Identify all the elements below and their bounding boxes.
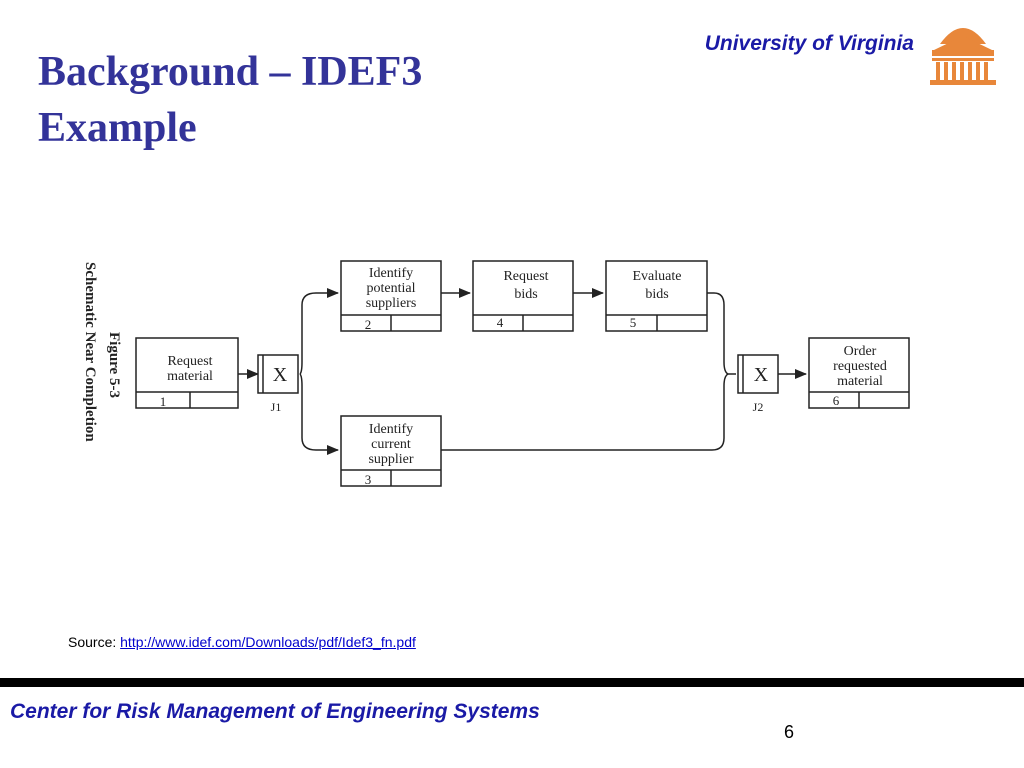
page-number: 6 — [784, 722, 795, 742]
uob-1-label-line-2: material — [167, 369, 213, 384]
junction-j2-label: J2 — [753, 400, 764, 414]
footer-organization: Center for Risk Management of Engineerin… — [10, 700, 540, 723]
slide-title-line-2: Example — [38, 105, 197, 151]
uob-6-label-line-1: Order — [844, 344, 877, 359]
uob-6-label-line-3: material — [837, 374, 883, 389]
uob-box-5: Evaluate bids 5 — [605, 260, 708, 332]
source-label: Source: — [68, 634, 117, 650]
uob-6-label-line-2: requested — [833, 359, 887, 374]
arrow-j1-to-2 — [299, 288, 339, 375]
arrow-j1-to-3 — [299, 373, 339, 455]
source-link[interactable]: http://www.idef.com/Downloads/pdf/Idef3_… — [120, 634, 416, 650]
junction-j1-label: J1 — [271, 400, 282, 414]
uob-3-label-line-3: supplier — [368, 452, 413, 467]
figure-caption-line-1: Figure 5-3 — [106, 332, 122, 398]
uob-box-6: Order requested material 6 — [808, 337, 910, 409]
junction-j1-symbol: X — [273, 364, 288, 386]
slide-title-line-1: Background – IDEF3 — [38, 49, 423, 95]
source-citation: Source: http://www.idef.com/Downloads/pd… — [68, 634, 416, 650]
uob-3-label-line-1: Identify — [369, 422, 413, 437]
uob-2-label-line-3: suppliers — [366, 296, 417, 311]
uob-1-number: 1 — [160, 394, 167, 409]
figure-caption: Figure 5-3 Schematic Near Completion — [82, 262, 122, 442]
uob-2-label-line-2: potential — [367, 281, 416, 296]
uob-3-number: 3 — [365, 472, 372, 487]
figure-caption-line-2: Schematic Near Completion — [82, 262, 98, 442]
uob-2-number: 2 — [365, 317, 372, 332]
uob-4-number: 4 — [497, 315, 504, 330]
connectors — [238, 288, 807, 455]
uob-box-3: Identify current supplier 3 — [340, 415, 442, 487]
uob-4-label-line-2: bids — [514, 287, 537, 302]
junction-j2: X J2 — [737, 354, 779, 414]
uob-2-label-line-1: Identify — [369, 266, 413, 281]
slide-title: Background – IDEF3 Example — [38, 44, 422, 156]
uob-5-label-line-1: Evaluate — [633, 269, 682, 284]
uob-box-4: Request bids 4 — [472, 260, 574, 332]
uob-5-number: 5 — [630, 315, 637, 330]
uob-6-number: 6 — [833, 393, 840, 408]
junction-j2-symbol: X — [754, 364, 769, 386]
uob-box-1: Request material 1 — [135, 337, 239, 409]
uob-5-label-line-2: bids — [645, 287, 668, 302]
junction-j1: X J1 — [257, 354, 299, 414]
uob-box-2: Identify potential suppliers 2 — [340, 260, 442, 332]
uob-3-label-line-2: current — [371, 437, 411, 452]
footer-divider — [0, 678, 1024, 687]
rotunda-logo-icon — [928, 16, 998, 86]
arrow-5-to-j2 — [707, 292, 729, 375]
university-name: University of Virginia — [704, 32, 914, 55]
uob-4-label-line-1: Request — [503, 269, 548, 284]
arrow-3-to-j2 — [441, 373, 729, 451]
uob-1-label-line-1: Request — [167, 354, 212, 369]
